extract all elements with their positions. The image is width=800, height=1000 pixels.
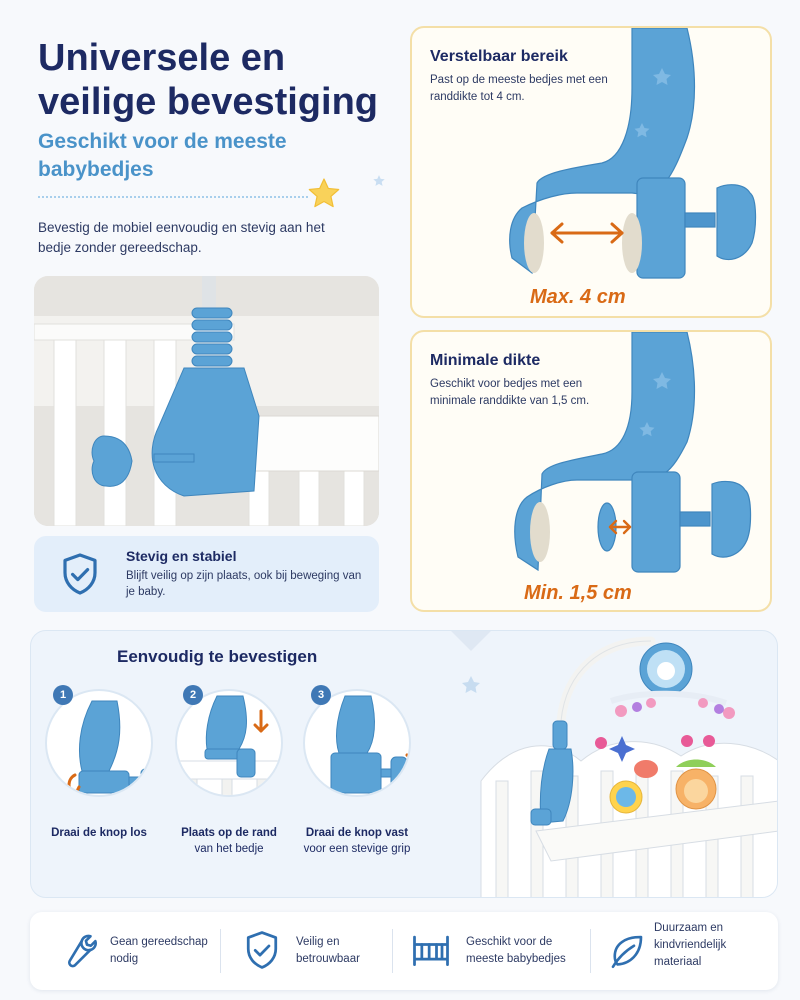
sparkle-icon bbox=[373, 175, 385, 186]
minimum-thickness-title: Minimale dikte bbox=[430, 352, 541, 369]
step-3-title: Draai de knop vast bbox=[305, 827, 409, 839]
min-measurement-label: Min. 1,5 cm bbox=[524, 582, 632, 604]
step-3-image bbox=[303, 689, 411, 797]
leaf-icon bbox=[611, 935, 643, 969]
stable-title: Stevig en stabiel bbox=[126, 548, 237, 564]
stable-text: Blijft veilig op zijn plaats, ook bij be… bbox=[126, 570, 362, 598]
intro-text: Bevestig de mobiel eenvoudig en stevig a… bbox=[38, 220, 325, 255]
steps-title: Eenvoudig te bevestigen bbox=[117, 647, 318, 666]
step-3-number: 3 bbox=[311, 685, 331, 705]
step-1-image bbox=[45, 689, 153, 797]
features-bar: Gean gereedschap nodig Veilig en betrouw… bbox=[30, 912, 778, 990]
wrench-icon bbox=[68, 934, 97, 968]
steps-section: Eenvoudig te bevestigen 1 Draai de knop … bbox=[30, 630, 778, 898]
step-3-subtext: voor een stevige grip bbox=[303, 843, 411, 855]
step-2-title: Plaats op de rand bbox=[181, 827, 277, 839]
crib-clamp-photo bbox=[34, 276, 379, 526]
adjustable-range-text: Past op de meeste bedjes met een randdik… bbox=[430, 74, 608, 103]
feature-divider bbox=[590, 929, 591, 973]
max-measurement-label: Max. 4 cm bbox=[530, 286, 626, 308]
page-title: Universele en veilige bevestiging bbox=[38, 37, 378, 123]
feature-durable-text: Duurzaam en kindvriendelijk materiaal bbox=[654, 922, 727, 968]
shield-check-icon bbox=[63, 553, 97, 595]
adjustable-range-title: Verstelbaar bereik bbox=[430, 48, 568, 65]
crib-icon bbox=[413, 935, 449, 967]
star-icon bbox=[308, 178, 340, 208]
step-2-number: 2 bbox=[183, 685, 203, 705]
feature-no-tools-text: Gean gereedschap nodig bbox=[110, 936, 208, 965]
adjustable-range-card: Verstelbaar bereik Past op de meeste bed… bbox=[410, 26, 772, 318]
step-3-label: Draai de knop vast voor een stevige grip bbox=[282, 825, 432, 857]
minimum-thickness-card: Minimale dikte Geschikt voor bedjes met … bbox=[410, 330, 772, 612]
page-subtitle: Geschikt voor de meeste babybedjes bbox=[38, 130, 287, 181]
shield-check-icon bbox=[246, 931, 278, 969]
feature-divider bbox=[392, 929, 393, 973]
divider-dots bbox=[38, 196, 308, 198]
feature-fits-text: Geschikt voor de meeste babybedjes bbox=[466, 936, 566, 965]
step-2-subtext: van het bedje bbox=[194, 843, 264, 855]
minimum-thickness-text: Geschikt voor bedjes met een minimale ra… bbox=[430, 378, 590, 407]
clamp-max-illustration bbox=[509, 28, 757, 279]
step-2-image bbox=[175, 689, 283, 797]
stable-card: Stevig en stabiel Blijft veilig op zijn … bbox=[34, 536, 379, 612]
step-1-number: 1 bbox=[53, 685, 73, 705]
crib-mobile-illustration bbox=[451, 631, 777, 897]
step-1-title: Draai de knop los bbox=[51, 827, 147, 839]
clamp-min-illustration bbox=[514, 332, 752, 573]
feature-safe-text: Veilig en betrouwbaar bbox=[296, 936, 360, 965]
feature-divider bbox=[220, 929, 221, 973]
step-1-label: Draai de knop los bbox=[31, 825, 174, 841]
step-2-label: Plaats op de rand van het bedje bbox=[154, 825, 304, 857]
